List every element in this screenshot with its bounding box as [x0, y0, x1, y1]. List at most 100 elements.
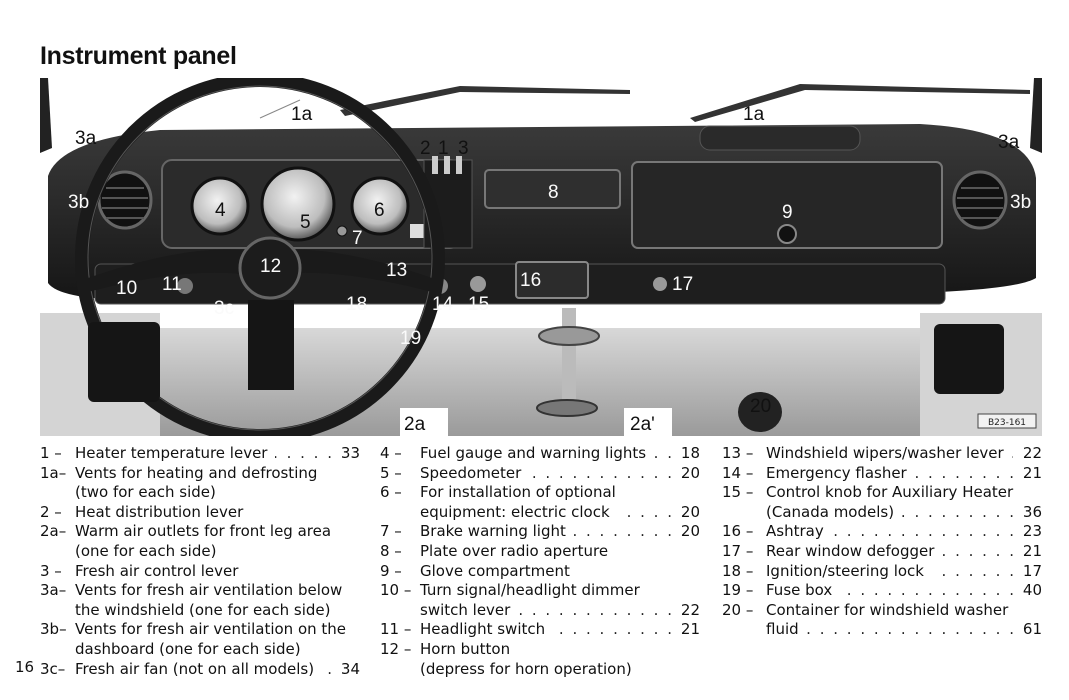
legend-entry-number: 18 – — [722, 561, 754, 580]
legend-entry-text: (Canada models) — [766, 502, 895, 521]
legend-entry-number: 12 – — [380, 639, 412, 658]
callout-18: 18 — [346, 294, 367, 315]
legend-entry-number: 15 – — [722, 483, 754, 502]
legend-entry-page: 18 — [680, 444, 700, 462]
page-title: Instrument panel — [40, 42, 237, 70]
legend-entry-number: 2 – — [40, 502, 62, 521]
legend-entry-text: Turn signal/headlight dimmer — [420, 581, 640, 600]
legend-entry-number: 6 – — [380, 483, 402, 502]
figure-reference: B23-161 — [988, 418, 1026, 428]
handbrake-lever — [538, 326, 600, 346]
radio-plate — [484, 169, 621, 209]
a-pillar-left — [40, 78, 52, 153]
legend-entry-number: 3c– — [40, 659, 66, 678]
callout-3c: 3c — [214, 298, 234, 319]
legend-entry: 12 – Horn button(depress for horn operati… — [380, 640, 700, 679]
speedometer — [260, 166, 336, 242]
legend-entry-number: 3b– — [40, 620, 67, 639]
legend-entry-page: 36 — [1022, 502, 1042, 521]
callout-3b-left: 3b — [68, 192, 89, 213]
legend-entry-text: Headlight switch — [420, 620, 546, 639]
legend-entry-leader: . . . . . . . . . . . . . . . . . . . . … — [932, 561, 1016, 580]
glove-compartment — [631, 161, 943, 249]
legend-entry-text: For installation of optional — [420, 483, 616, 502]
legend-entry-number: 17 – — [722, 541, 754, 560]
wiper-left — [340, 86, 630, 116]
legend-entry-page: 20 — [680, 502, 700, 521]
legend-entry-text: Ashtray — [766, 522, 824, 541]
callout-6: 6 — [374, 200, 385, 221]
legend-entry-leader: . . . . . . . . . . . . . . . . . . . . … — [914, 463, 1016, 482]
callout-3: 3 — [458, 138, 469, 159]
leg-outlet-left — [88, 322, 160, 402]
callout-1a-left: 1a — [291, 104, 313, 125]
legend-entry-number: 9 – — [380, 561, 402, 580]
callout-2a-left: 2a — [404, 414, 426, 435]
legend-entry-leader: . . . . . . . . . . . . . . . . . . . . … — [518, 600, 674, 619]
legend-entry-number: 16 – — [722, 522, 754, 541]
legend-entry-text: Control knob for Auxiliary Heater — [766, 483, 1014, 502]
legend-entry-text: Fresh air fan (not on all models) — [75, 659, 315, 678]
legend-entry-page: 21 — [680, 620, 700, 639]
horn-button — [238, 236, 302, 300]
steering-column — [248, 300, 294, 390]
legend-entry-text: Fresh air control lever — [75, 561, 239, 580]
callout-16: 16 — [520, 270, 541, 291]
washer-container — [738, 392, 782, 432]
legend-entry-leader: . . . . . . . . . . . . . . . . . . . . … — [942, 541, 1016, 560]
legend-entry-text: Fuse box — [766, 581, 833, 600]
legend-entry-text: dashboard (one for each side) — [75, 639, 301, 658]
legend-entry-text: Ignition/steering lock — [766, 561, 924, 580]
page-number: 16 — [15, 658, 35, 676]
legend-entry-leader: . . . . . . . . . . . . . . . . . . . . … — [574, 522, 674, 541]
legend-entry-text: Warm air outlets for front leg area — [75, 522, 332, 541]
legend-entry-text: Horn button — [420, 639, 511, 658]
legend-entry-text: switch lever — [420, 600, 511, 619]
legend-entry-leader: . . . . . . . . . . . . . . . . . . . . … — [553, 620, 674, 639]
callout-12: 12 — [260, 256, 281, 277]
legend-entry-number: 1 – — [40, 444, 62, 462]
legend-entry-number: 4 – — [380, 444, 402, 462]
legend-entry-number: 11 – — [380, 620, 412, 639]
legend-entry-text: Vents for heating and defrosting — [75, 463, 318, 482]
legend-entry-text: Rear window defogger — [766, 541, 935, 560]
legend-entry-text: (depress for horn operation) — [420, 659, 632, 678]
legend-entry-text: Vents for fresh air ventilation below — [75, 581, 343, 600]
callout-14: 14 — [432, 294, 454, 315]
wiper-right — [690, 84, 1030, 122]
legend-entry-leader: . . . . . . . . . . . . . . . . . . . . … — [832, 522, 1016, 541]
legend-entry-number: 13 – — [722, 444, 754, 462]
legend-entry-number: 3a– — [40, 581, 67, 600]
defogger-switch — [653, 277, 667, 291]
legend-entry-page: 17 — [1022, 561, 1042, 580]
legend-entry-page: 20 — [680, 463, 700, 482]
aux-heater-knob — [470, 276, 486, 292]
callout-3a-left: 3a — [75, 128, 97, 149]
callout-4: 4 — [215, 200, 226, 221]
legend-entry: 18 – Ignition/steering lock 17 . . . . . . … — [722, 562, 1042, 582]
callout-3b-right: 3b — [1010, 192, 1031, 213]
legend-entry-leader: . . . . . . . . . . . . . . . . . . . . … — [1012, 444, 1016, 464]
legend-entry: 2 – Heat distribution lever — [40, 503, 360, 523]
callout-9: 9 — [782, 202, 793, 223]
legend-entry-text: Heat distribution lever — [75, 502, 244, 521]
callout-3a-right: 3a — [998, 132, 1020, 153]
a-pillar-right — [1030, 78, 1042, 153]
legend-entry: 1a–Vents for heating and defrosting(two … — [40, 464, 360, 503]
legend-entry: 3 –Fresh air control lever — [40, 562, 360, 582]
headlight-switch — [177, 278, 193, 294]
pedal — [536, 399, 598, 417]
legend-entry-text: Container for windshield washer — [766, 600, 1009, 619]
